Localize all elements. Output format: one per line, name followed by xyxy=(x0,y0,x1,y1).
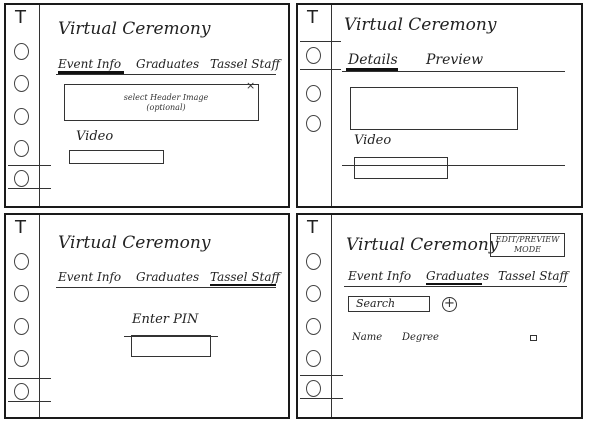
left-rail: T xyxy=(298,215,343,417)
tab-event-info[interactable]: Event Info xyxy=(58,57,122,71)
rail-nav-icon[interactable] xyxy=(14,253,29,270)
rail-nav-icon[interactable] xyxy=(14,43,29,60)
panel-event-info: T Virtual Ceremony Event Info Graduates … xyxy=(4,3,290,208)
rail-divider xyxy=(8,378,51,379)
page-title: Virtual Ceremony xyxy=(346,235,499,255)
details-text-area[interactable] xyxy=(350,87,518,130)
mode-label-line1: EDIT/PREVIEW xyxy=(495,235,560,244)
form-divider xyxy=(342,165,565,166)
rail-nav-icon[interactable] xyxy=(14,285,29,302)
active-tab-indicator xyxy=(58,71,124,74)
pin-input[interactable] xyxy=(131,335,211,357)
rail-divider xyxy=(8,165,51,166)
rail-nav-icon[interactable] xyxy=(14,75,29,92)
panel-graduates-edit: T Virtual Ceremony EDIT/PREVIEW MODE Eve… xyxy=(296,213,583,419)
header-image-dropzone[interactable] xyxy=(64,84,259,121)
search-input[interactable] xyxy=(348,296,430,312)
pin-label: Enter PIN xyxy=(132,312,199,327)
left-rail: T xyxy=(298,5,341,206)
rail-nav-icon[interactable] xyxy=(306,318,321,335)
row-checkbox[interactable] xyxy=(530,335,537,341)
rail-nav-icon[interactable] xyxy=(14,318,29,335)
tab-event-info[interactable]: Event Info xyxy=(58,270,122,284)
rail-nav-icon[interactable] xyxy=(14,350,29,367)
tab-tassel-staff[interactable]: Tassel Staff xyxy=(210,57,280,71)
rail-profile-icon[interactable] xyxy=(306,380,321,397)
tab-graduates[interactable]: Graduates xyxy=(136,270,200,284)
dropzone-label: select Header Image xyxy=(123,93,209,102)
tab-graduates[interactable]: Graduates xyxy=(136,57,200,71)
rail-nav-icon[interactable] xyxy=(306,115,321,132)
rail-divider xyxy=(300,375,343,376)
rail-nav-icon[interactable] xyxy=(306,350,321,367)
tab-divider xyxy=(56,287,276,288)
rail-divider xyxy=(8,401,51,402)
add-graduate-icon[interactable]: + xyxy=(442,297,457,312)
tab-tassel-staff[interactable]: Tassel Staff xyxy=(210,270,280,284)
search-placeholder: Search xyxy=(356,297,396,310)
rail-nav-icon[interactable] xyxy=(306,253,321,270)
page-title: Virtual Ceremony xyxy=(58,19,211,39)
rail-divider xyxy=(300,398,343,399)
edit-preview-mode-button[interactable] xyxy=(490,233,565,257)
tab-preview[interactable]: Preview xyxy=(426,52,484,68)
rail-nav-icon[interactable] xyxy=(306,285,321,302)
tab-divider xyxy=(342,71,565,72)
rail-nav-icon[interactable] xyxy=(14,140,29,157)
tab-tassel-staff[interactable]: Tassel Staff xyxy=(498,269,568,283)
rail-logo-icon: T xyxy=(15,7,26,28)
rail-nav-icon[interactable] xyxy=(306,47,321,64)
left-rail: T xyxy=(6,215,51,417)
page-title: Virtual Ceremony xyxy=(58,233,211,253)
rail-profile-icon[interactable] xyxy=(14,170,29,187)
rail-profile-icon[interactable] xyxy=(14,383,29,400)
left-rail: T xyxy=(6,5,51,206)
dropzone-hint: (optional) xyxy=(146,103,186,112)
rail-divider xyxy=(8,188,51,189)
active-tab-indicator xyxy=(346,68,398,71)
panel-details: T Virtual Ceremony Details Preview Video xyxy=(296,3,583,208)
rail-logo-icon: T xyxy=(307,217,318,238)
rail-logo-icon: T xyxy=(15,217,26,238)
tab-graduates[interactable]: Graduates xyxy=(426,269,490,283)
mode-label-line2: MODE xyxy=(513,245,541,254)
panel-tassel-staff: T Virtual Ceremony Event Info Graduates … xyxy=(4,213,290,419)
page-title: Virtual Ceremony xyxy=(344,15,497,35)
tab-details[interactable]: Details xyxy=(348,52,398,68)
rail-divider xyxy=(300,69,341,70)
rail-divider xyxy=(300,41,341,42)
active-tab-indicator xyxy=(426,283,482,285)
video-input[interactable] xyxy=(354,157,448,179)
video-label: Video xyxy=(76,129,114,144)
tab-event-info[interactable]: Event Info xyxy=(348,269,412,283)
rail-nav-icon[interactable] xyxy=(14,108,29,125)
active-tab-indicator xyxy=(210,284,276,286)
tab-divider xyxy=(56,74,276,75)
rail-logo-icon: T xyxy=(307,7,318,28)
rail-nav-icon[interactable] xyxy=(306,85,321,102)
tab-divider xyxy=(344,286,567,287)
column-header-name: Name xyxy=(352,332,383,343)
column-header-degree: Degree xyxy=(402,332,439,343)
video-label: Video xyxy=(354,133,392,148)
close-icon[interactable]: × xyxy=(246,79,256,92)
pin-input-top-line xyxy=(124,336,218,337)
video-input[interactable] xyxy=(69,150,164,164)
